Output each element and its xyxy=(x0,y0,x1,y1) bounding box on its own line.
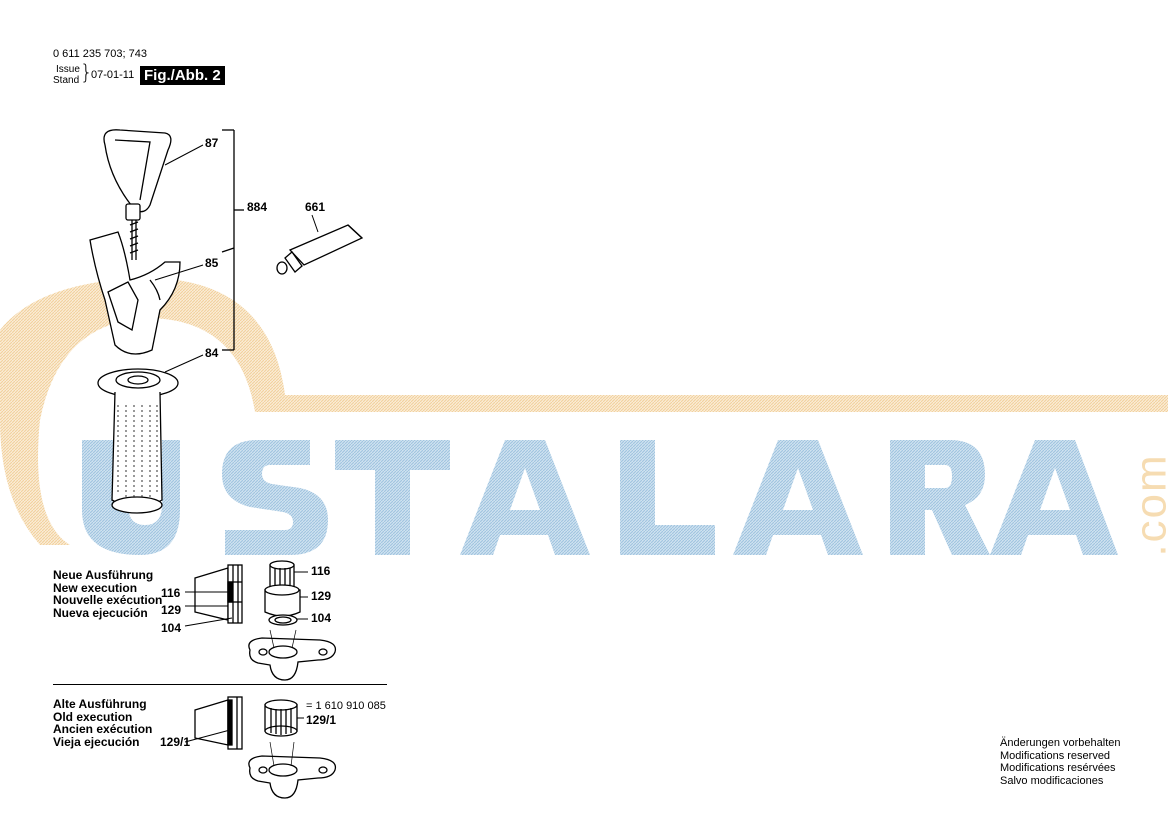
stand-label: Stand xyxy=(53,75,80,86)
watermark-ring xyxy=(0,278,1168,545)
old-execution-line: Ancien exécution xyxy=(53,722,153,736)
modifications-line: Modifications resérvées xyxy=(1000,762,1116,774)
modifications-line: Modifications reserved xyxy=(1000,749,1111,762)
new-execution-line: Nouvelle exécution xyxy=(53,593,163,607)
callout-new-129-right: 129 xyxy=(311,589,332,603)
callout-87: 87 xyxy=(205,136,219,150)
modifications-line: Salvo modificaciones xyxy=(1000,774,1104,787)
callout-new-129-left: 129 xyxy=(161,603,182,617)
old-execution-text: Alte Ausführung Old execution Ancien exé… xyxy=(53,698,152,748)
strap-87 xyxy=(103,129,172,260)
modifications-note: Änderungen vorbehalten Modifications res… xyxy=(1000,737,1120,787)
old-execution-line: Alte Ausführung xyxy=(53,697,147,711)
watermark-letters xyxy=(82,440,1118,555)
old-part-number-equals: = 1 610 910 085 xyxy=(306,700,386,712)
grease-tube-661 xyxy=(276,224,364,275)
leader-lines xyxy=(154,144,319,373)
callout-old-129-1-left: 129/1 xyxy=(160,735,191,749)
callout-85: 85 xyxy=(205,256,219,270)
figure-label: Fig./Abb. 2 xyxy=(140,66,225,85)
header-brace: } xyxy=(80,60,93,84)
callout-old-129-1-right: 129/1 xyxy=(306,713,337,727)
kit-bracket-884 xyxy=(221,129,244,351)
new-execution-line: Nueva ejecución xyxy=(53,605,148,620)
part-number: 0 611 235 703; 743 xyxy=(53,48,147,60)
new-execution-text: Neue Ausführung New execution Nouvelle e… xyxy=(53,569,162,619)
modifications-line: Änderungen vorbehalten xyxy=(1000,737,1121,749)
issue-label: Issue xyxy=(56,64,80,75)
callout-661: 661 xyxy=(305,200,326,214)
grip-84 xyxy=(97,368,179,514)
callout-new-104-left: 104 xyxy=(161,621,182,635)
housing-85 xyxy=(89,231,181,355)
section-divider xyxy=(53,684,387,685)
issue-date: 07-01-11 xyxy=(91,69,135,81)
callout-new-116-left: 116 xyxy=(161,586,181,600)
new-execution-line: New execution xyxy=(53,580,138,595)
callout-884: 884 xyxy=(247,200,268,214)
old-execution-line: Vieja ejecución xyxy=(53,734,140,749)
old-execution-line: Old execution xyxy=(53,709,133,724)
new-execution-line: Neue Ausführung xyxy=(53,568,154,582)
callout-new-116-right: 116 xyxy=(311,564,331,578)
callout-84: 84 xyxy=(205,346,219,360)
callout-new-104-right: 104 xyxy=(311,611,332,625)
